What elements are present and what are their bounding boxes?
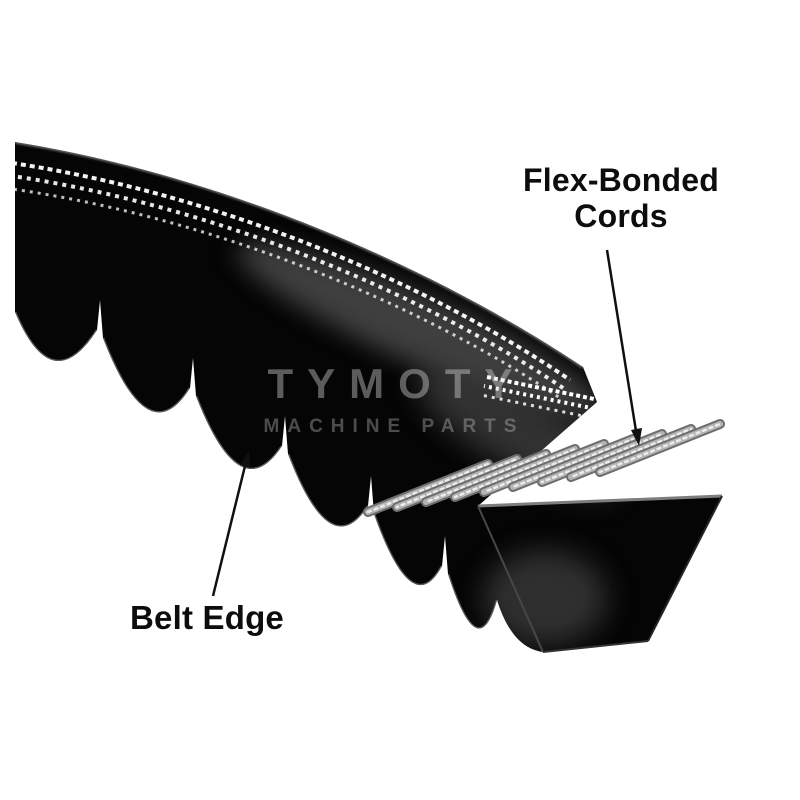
cord (450, 444, 580, 502)
top-cord-speckle-band (15, 161, 572, 400)
belt-silhouette (15, 142, 722, 652)
cord (363, 459, 493, 517)
label-belt-edge: Belt Edge (130, 599, 284, 636)
label-flex-bonded-cords: Flex-Bonded Cords (505, 162, 737, 235)
cord (392, 454, 522, 512)
label-flex-bonded-line1: Flex-Bonded (523, 162, 719, 198)
label-flex-bonded-line2: Cords (574, 197, 668, 234)
cord (508, 434, 638, 492)
cord (537, 429, 667, 487)
cord (595, 419, 725, 477)
cut-edge-speckle-band (480, 375, 595, 419)
cord (479, 439, 609, 497)
cord (421, 449, 551, 507)
cross-section-edges (477, 494, 723, 653)
exposed-cords (363, 419, 725, 517)
belt-shading (15, 142, 623, 646)
belt-edge-arrow (211, 451, 251, 597)
cords-arrow (605, 249, 642, 446)
cord (566, 424, 696, 482)
